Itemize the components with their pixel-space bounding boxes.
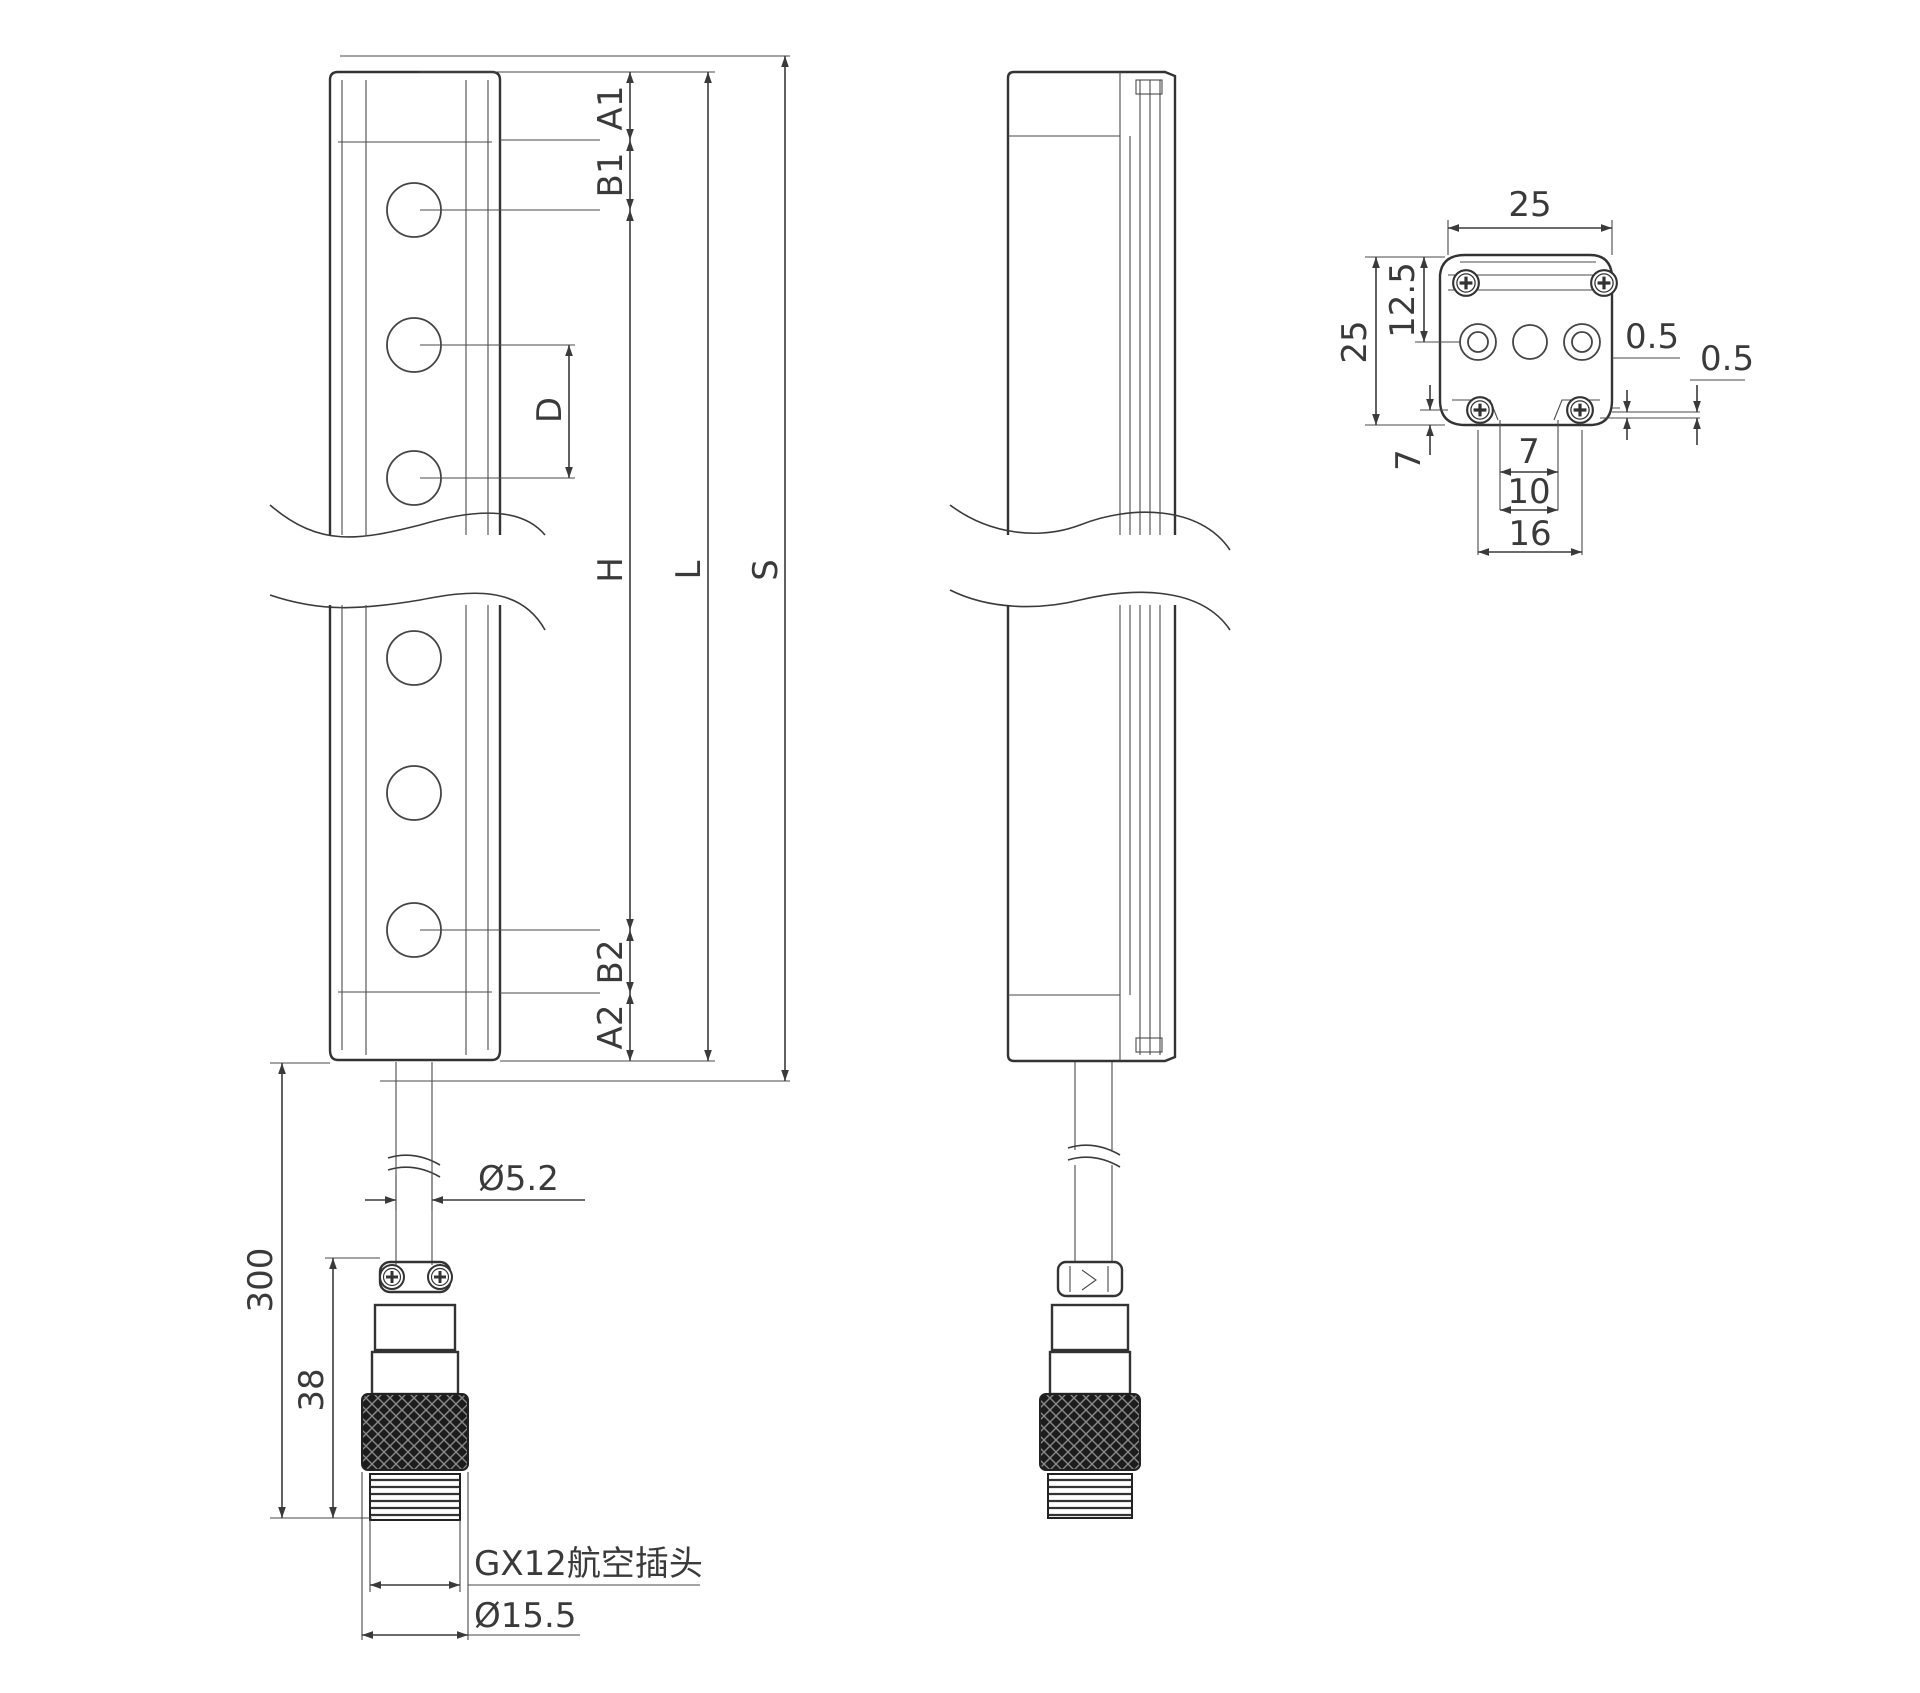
connector-diameter-label: Ø15.5: [474, 1596, 576, 1636]
bottom-left-screw-icon: [1465, 395, 1495, 425]
end-view: [1438, 253, 1619, 427]
top-right-screw-icon: [1589, 268, 1619, 298]
lens-icon: [386, 630, 442, 686]
connector-name-label: GX12航空插头: [474, 1544, 703, 1584]
connector-collar: [373, 1303, 457, 1352]
side-knurled-nut: [1039, 1393, 1141, 1471]
break-line-top: [269, 504, 546, 538]
lens-group: [386, 182, 442, 958]
lens-icon: [386, 765, 442, 821]
hole-offset-label: 12.5: [1383, 262, 1423, 338]
knurled-nut: [361, 1393, 469, 1471]
front-dimensions: A1 B1 D H L S B2 A2 Ø5.2 300 38 GX12航空插头…: [241, 55, 790, 1640]
cable-diameter-label: Ø5.2: [478, 1159, 559, 1199]
connector-thread: [369, 1473, 461, 1521]
cable-length-label: 300: [241, 1248, 281, 1313]
gap-right-2-label: 0.5: [1700, 339, 1754, 379]
side-view: [949, 70, 1231, 1519]
label-l: L: [669, 560, 709, 579]
label-d: D: [530, 397, 570, 423]
bottom-inner-label: 7: [1518, 432, 1540, 472]
label-h: H: [591, 557, 631, 583]
label-b2: B2: [591, 940, 631, 985]
bottom-right-screw-icon: [1565, 395, 1595, 425]
label-a2: A2: [591, 1005, 631, 1050]
label-s: S: [746, 559, 786, 581]
label-a1: A1: [591, 86, 631, 131]
end-view-outline: [1438, 253, 1614, 427]
clamp-screw-icon: [378, 1263, 406, 1291]
connector-neck: [370, 1350, 460, 1396]
clamp-screw-icon: [426, 1263, 454, 1291]
gap-right-1-label: 0.5: [1625, 317, 1679, 357]
bottom-left-label: 7: [1389, 449, 1429, 471]
bottom-outer-label: 16: [1508, 514, 1551, 554]
housing-lower-outline: [328, 605, 502, 1062]
center-lens: [1512, 324, 1548, 360]
end-width-label: 25: [1508, 185, 1551, 225]
end-dimensions: 25 25 12.5 0.5 0.5 7 7 10 16: [1335, 185, 1754, 556]
connector-length-label: 38: [292, 1368, 332, 1411]
side-cable-clamp: [1056, 1260, 1124, 1298]
break-line-bottom: [269, 592, 546, 631]
end-height-label: 25: [1335, 320, 1375, 363]
top-left-screw-icon: [1451, 268, 1481, 298]
label-b1: B1: [591, 153, 631, 198]
front-view: [269, 70, 546, 1521]
bottom-mid-label: 10: [1507, 472, 1550, 512]
housing-upper-outline: [328, 70, 502, 535]
